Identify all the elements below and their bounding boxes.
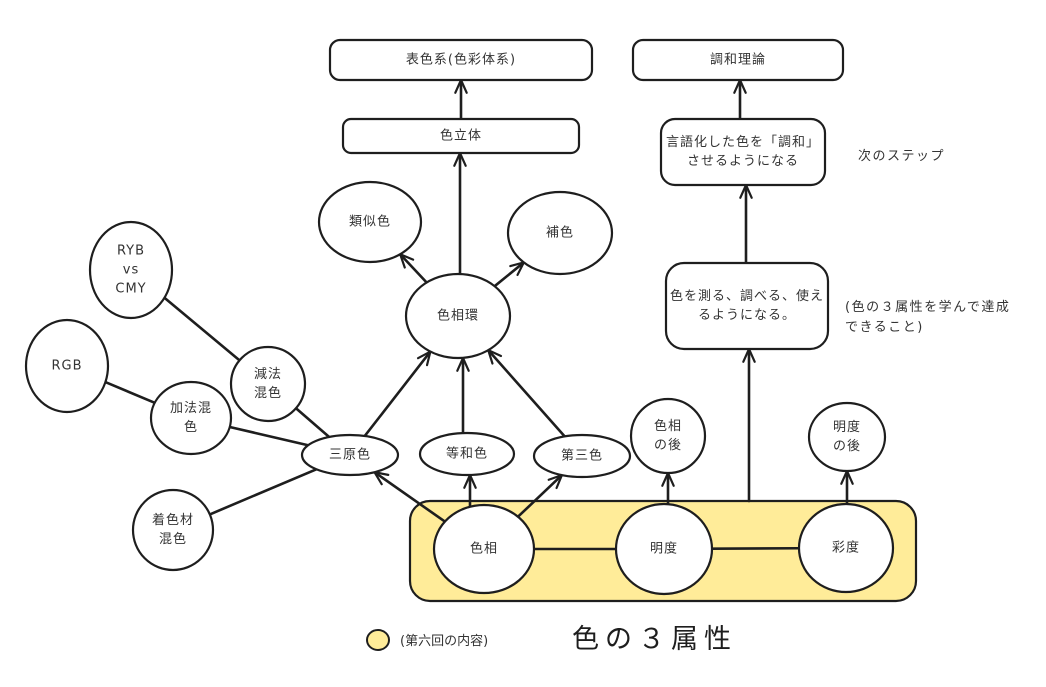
edge-genpo-to-sangenshoku	[294, 406, 331, 439]
edge-shikiso-to-sangenshoku	[372, 470, 447, 523]
node-shikiso[interactable]: 色相	[432, 503, 536, 595]
node-label: 言語化した色を「調和」	[666, 134, 820, 150]
legend-label: (第六回の内容)	[400, 633, 488, 649]
edge-ryb-cmy-to-genpo	[163, 296, 241, 362]
node-label: vs	[123, 263, 139, 278]
edge-towashoku-to-shikisokan	[456, 355, 470, 435]
node-hyoshokukei[interactable]: 表色系(色彩体系)	[328, 38, 594, 82]
node-label: 調和理論	[710, 52, 766, 68]
node-label: 混色	[254, 385, 282, 401]
node-meido[interactable]: 明度	[614, 502, 714, 596]
note-text: (色の３属性を学んで達成	[845, 299, 1010, 315]
node-saido[interactable]: 彩度	[797, 502, 895, 594]
edge-chakushoku-to-sangenshoku	[208, 467, 318, 516]
legend-swatch-icon	[366, 629, 390, 651]
node-label: 明度	[650, 541, 678, 557]
node-label: 第三色	[561, 448, 603, 464]
edge-hakaru-to-gengoka	[739, 182, 753, 265]
node-label: 減法	[254, 366, 282, 382]
node-label: RYB	[117, 244, 145, 259]
edge-shokurittai-to-hyoshokukei	[454, 77, 468, 121]
edge-saido-to-meido-ato	[840, 468, 854, 506]
node-ruijishoku[interactable]: 類似色	[317, 180, 423, 264]
node-label: させるようになる	[687, 154, 799, 169]
legend: (第六回の内容)	[366, 629, 488, 651]
node-label: 着色材	[152, 512, 194, 528]
node-gengoka[interactable]: 言語化した色を「調和」させるようになる	[659, 117, 827, 187]
node-rgb[interactable]: RGB	[24, 318, 110, 414]
edge-rgb-to-kaho	[104, 380, 157, 405]
node-label: 色を測る、調べる、使え	[670, 288, 824, 304]
node-label: るようになる。	[698, 308, 796, 323]
edge-daisanshoku-to-shikisokan	[486, 348, 566, 438]
node-label: 色相	[470, 541, 498, 557]
node-sangenshoku[interactable]: 三原色	[300, 433, 400, 477]
node-label: 混色	[159, 531, 187, 547]
node-label: 色	[184, 419, 198, 435]
edge-shikisokan-to-hoshoku	[493, 260, 526, 288]
node-label: CMY	[115, 282, 146, 297]
node-label: 色立体	[440, 128, 482, 144]
node-chowa-riron[interactable]: 調和理論	[631, 38, 845, 82]
edge-shikisokan-to-shokurittai	[453, 150, 467, 276]
node-shokurittai[interactable]: 色立体	[341, 117, 581, 155]
node-label: 加法混	[170, 401, 212, 416]
edge-shikisokan-to-ruijishoku	[398, 252, 428, 284]
note-text: できること)	[845, 320, 924, 335]
edge-sangenshoku-to-shikisokan	[363, 349, 433, 438]
node-label: 類似色	[349, 214, 391, 230]
edge-gengoka-to-chowa-riron	[733, 77, 747, 121]
next-step-note: 次のステップ	[858, 148, 945, 164]
node-label: 三原色	[329, 447, 371, 463]
node-label: 色相	[654, 418, 682, 434]
node-label: 等和色	[446, 446, 488, 462]
node-label: の後	[654, 438, 682, 453]
node-label: RGB	[51, 359, 82, 374]
diagram-title: 色の３属性	[572, 624, 737, 655]
edge-group-to-hakaru	[742, 346, 756, 503]
edge-meido-to-shikiso-ato	[661, 470, 675, 506]
node-towashoku[interactable]: 等和色	[418, 431, 516, 477]
node-label: の後	[833, 439, 861, 454]
node-shikisokan[interactable]: 色相環	[404, 272, 512, 360]
node-label: 明度	[833, 419, 861, 435]
node-daisanshoku[interactable]: 第三色	[532, 433, 632, 479]
node-label: 彩度	[832, 540, 860, 556]
node-label: 色相環	[437, 308, 479, 324]
node-label: 補色	[546, 225, 574, 241]
node-hoshoku[interactable]: 補色	[506, 190, 614, 276]
node-label: 表色系(色彩体系)	[406, 52, 516, 68]
note-text: 次のステップ	[858, 148, 945, 164]
edge-kaho-to-sangenshoku	[228, 425, 310, 447]
